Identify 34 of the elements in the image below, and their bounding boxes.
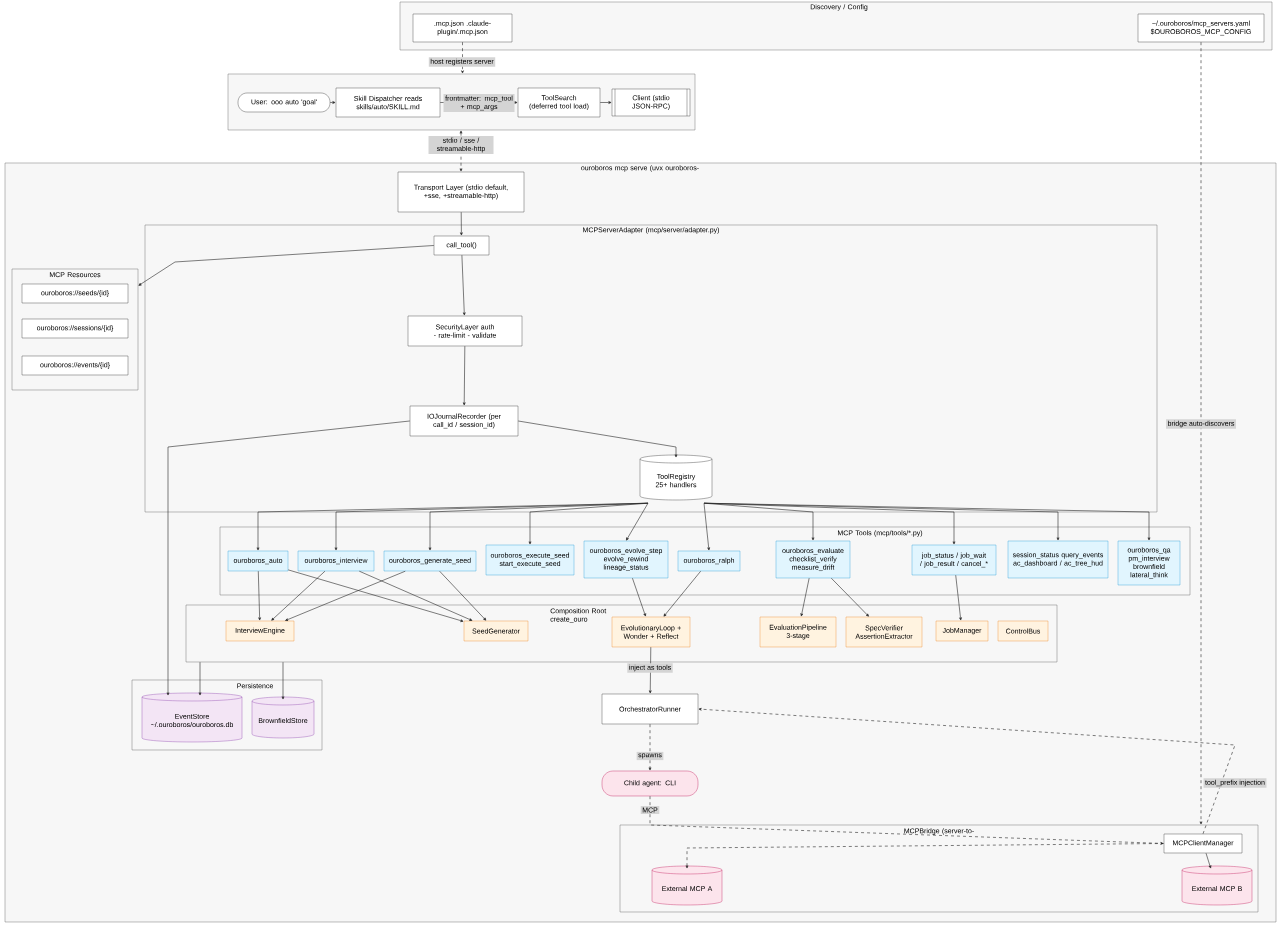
arrow: [685, 843, 1165, 869]
arrow: [439, 570, 487, 621]
arrow: [461, 41, 464, 74]
arrow: [517, 420, 678, 458]
arrow: [271, 570, 326, 621]
arrow: [138, 245, 435, 286]
arrow: [1199, 41, 1203, 825]
arrow: [649, 795, 1164, 845]
arrow: [1205, 852, 1212, 869]
arrow: [281, 661, 285, 700]
arrow: [703, 502, 1151, 541]
arrow: [626, 502, 649, 541]
arrow: [648, 723, 652, 771]
arrow: [287, 569, 464, 622]
arrow: [258, 570, 261, 621]
arrow: [285, 570, 406, 621]
arrow: [329, 101, 336, 104]
arrow: [632, 577, 647, 617]
arrow: [528, 502, 649, 545]
arrow: [460, 211, 463, 236]
arrow: [698, 707, 1236, 835]
arrow: [166, 420, 411, 696]
arrow: [800, 577, 810, 617]
arrow: [462, 345, 466, 406]
arrow: [198, 661, 202, 696]
arrow: [955, 574, 962, 621]
arrow: [359, 570, 473, 621]
arrow: [459, 130, 463, 172]
arrow: [703, 502, 710, 551]
arrow: [599, 101, 612, 104]
arrow: [831, 577, 869, 617]
arrow: [461, 254, 466, 316]
arrow: [648, 646, 652, 694]
arrow: [663, 570, 701, 617]
